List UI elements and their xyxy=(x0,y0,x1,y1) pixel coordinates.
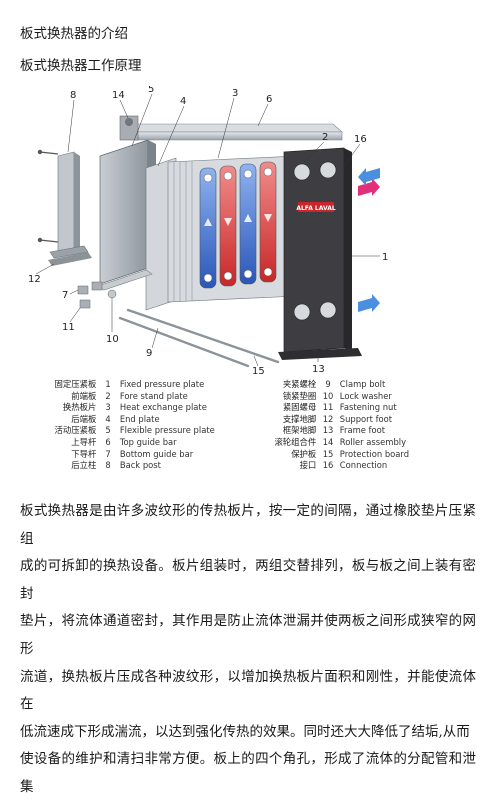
paragraph-line: 使设备的维护和清扫非常方便。板上的四个角孔，形成了流体的分配管和泄集 xyxy=(20,751,476,795)
brand-label: ALFA LAVAL xyxy=(296,205,336,212)
callout-7: 7 xyxy=(62,290,68,301)
callout-2: 2 xyxy=(322,132,328,143)
callout-3: 3 xyxy=(232,88,238,99)
connection-arrows xyxy=(358,168,380,312)
callout-5: 5 xyxy=(148,86,154,95)
section-heading: 板式换热器工作原理 xyxy=(20,58,142,74)
heat-exchange-plate-pack xyxy=(167,155,299,303)
frame-foot xyxy=(278,348,362,360)
callout-11: 11 xyxy=(62,322,75,333)
heat-exchanger-illustration: ALFA LAVAL xyxy=(28,86,388,374)
callout-12: 12 xyxy=(28,274,41,285)
body-paragraph: 板式换热器是由许多波纹形的传热板片，按一定的间隔，通过橡胶垫片压紧组 成的可拆卸… xyxy=(20,498,476,802)
callout-4: 4 xyxy=(180,96,186,107)
brand-badge xyxy=(298,202,334,212)
callout-1: 1 xyxy=(382,252,388,263)
callout-9: 9 xyxy=(146,348,152,359)
paragraph-line: 流道，换热板片压成各种波纹形，以增加换热板片面积和刚性，并能使流体在 xyxy=(20,668,476,713)
callout-14: 14 xyxy=(112,90,125,101)
fixed-pressure-plate: ALFA LAVAL xyxy=(283,147,352,353)
callout-15: 15 xyxy=(252,366,265,374)
top-guide-bar xyxy=(125,123,343,141)
callout-6: 6 xyxy=(266,94,272,105)
back-post xyxy=(37,149,89,259)
callout-8: 8 xyxy=(70,90,76,101)
roller-assembly xyxy=(119,115,139,141)
page-title: 板式换热器的介绍 xyxy=(20,26,128,42)
support-foot xyxy=(48,252,92,266)
callout-13: 13 xyxy=(312,364,325,374)
exploded-diagram: ALFA LAVAL xyxy=(28,86,468,374)
callout-16: 16 xyxy=(354,134,367,145)
paragraph-line: 成的可拆卸的换热设备。板片组装时，两组交替排列，板与板之间上装有密封 xyxy=(20,558,476,602)
callout-10: 10 xyxy=(106,334,119,345)
paragraph-line: 板式换热器是由许多波纹形的传热板片，按一定的间隔，通过橡胶垫片压紧组 xyxy=(20,503,476,547)
paragraph-line: 低流速成下形成湍流，以达到强化传热的效果。同时还大大降低了结垢,从而 xyxy=(20,723,470,740)
clamp-bolts xyxy=(118,308,280,368)
paragraph-line: 垫片，将流体通道密封，其作用是防止流体泄漏并使两板之间形成狭窄的网形 xyxy=(20,613,476,657)
